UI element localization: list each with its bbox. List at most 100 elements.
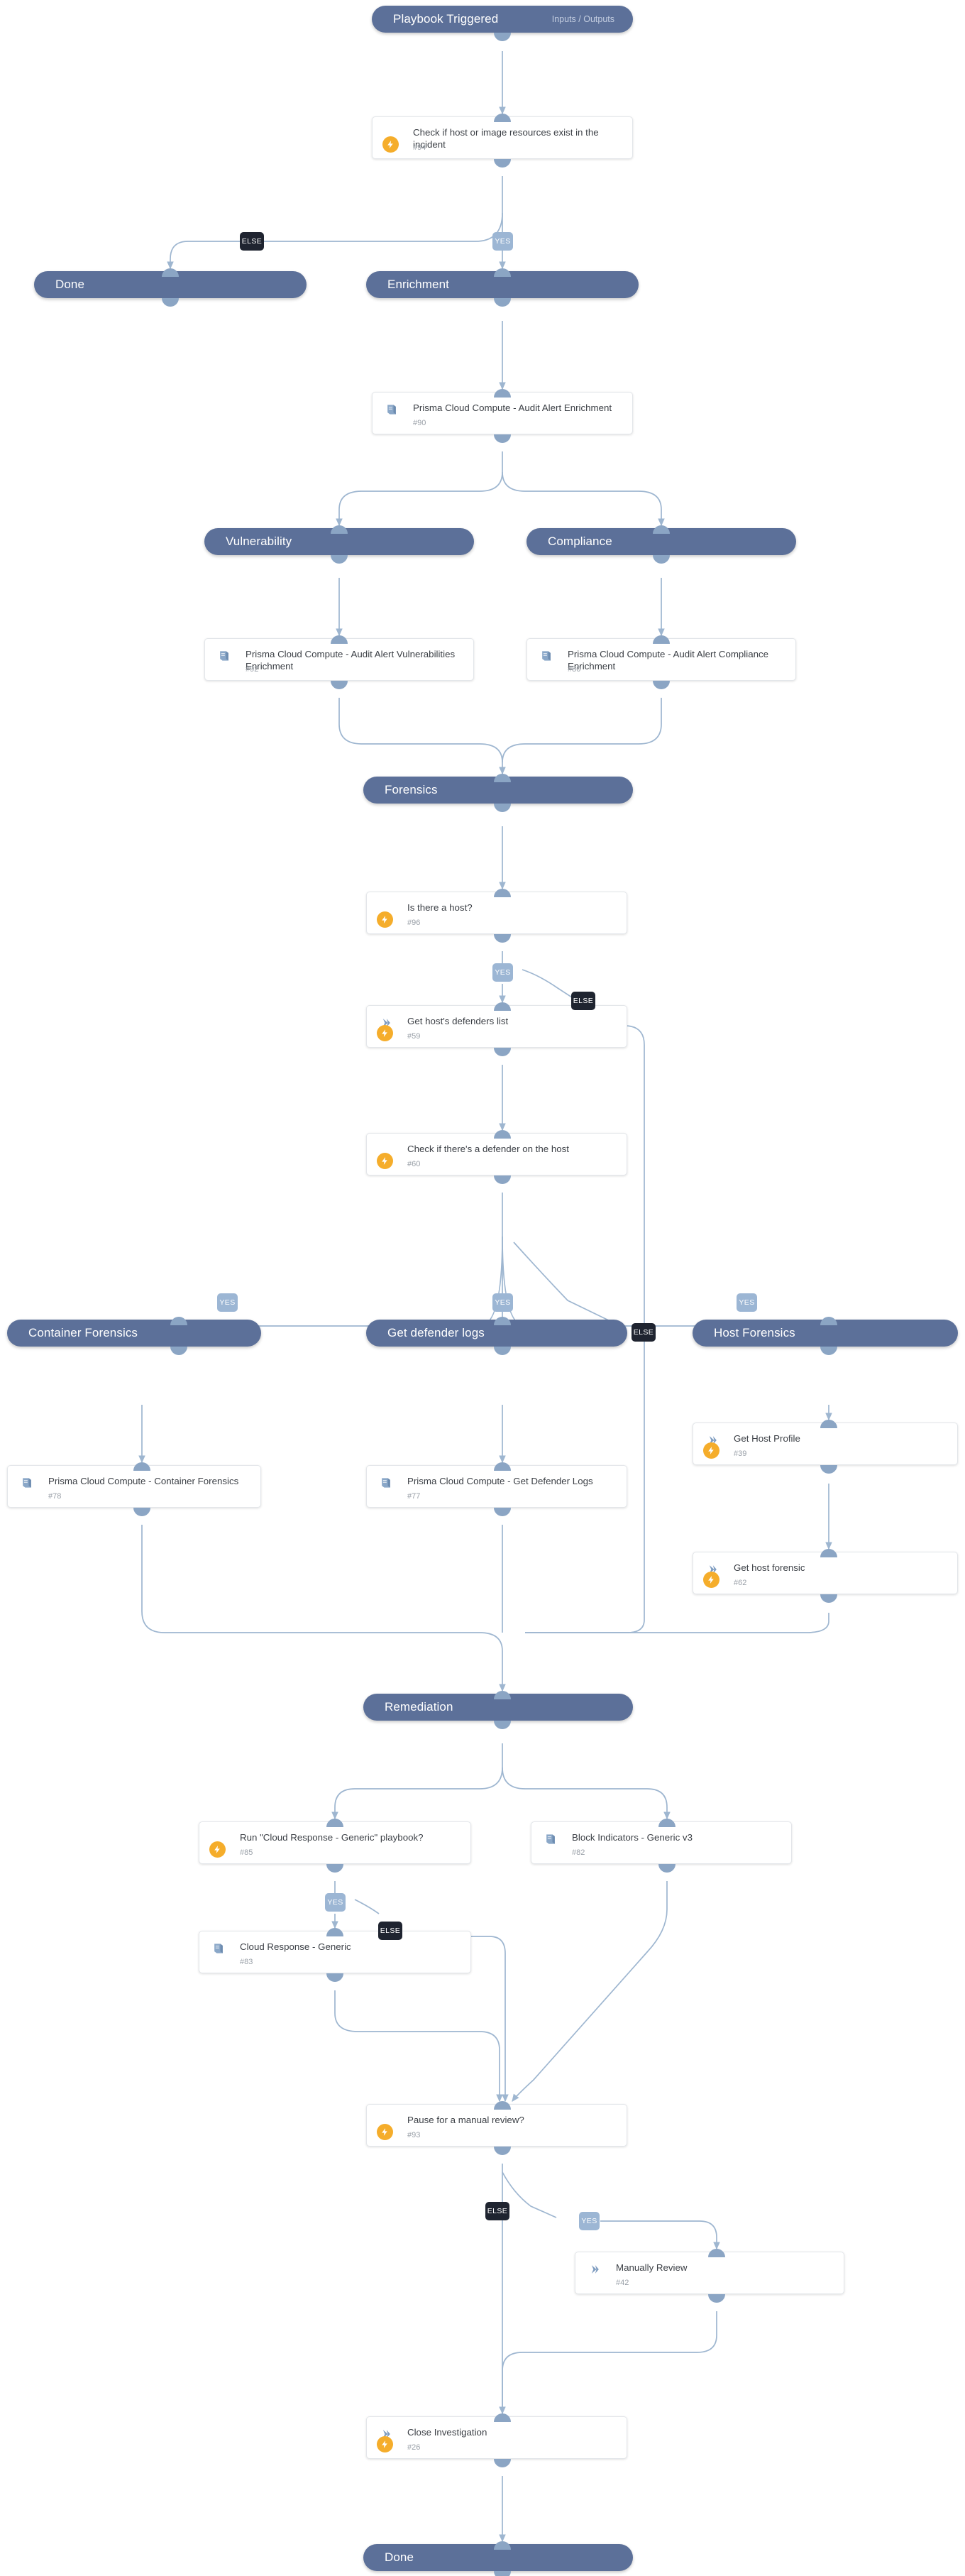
task-check-host-image[interactable]: Check if host or image resources exist i… [372, 116, 633, 159]
inputs-outputs-link[interactable]: Inputs / Outputs [551, 14, 614, 24]
task-check-defender[interactable]: Check if there's a defender on the host … [366, 1133, 627, 1175]
task-pcc-container-forensics[interactable]: Prisma Cloud Compute - Container Forensi… [7, 1465, 261, 1508]
command-arrow-icon [588, 2262, 603, 2278]
task-title: Manually Review [616, 2262, 688, 2273]
section-label: Forensics [385, 783, 438, 796]
port-out [331, 681, 348, 689]
section-forensics[interactable]: Forensics [363, 777, 633, 804]
task-title: Check if there's a defender on the host [407, 1144, 569, 1154]
task-get-defenders-list[interactable]: Get host's defenders list #59 [366, 1005, 627, 1048]
command-arrow-icon [379, 2427, 395, 2443]
section-label: Remediation [385, 1700, 453, 1714]
branch-label-yes-host[interactable]: YES [492, 963, 513, 982]
task-id: #90 [413, 419, 426, 427]
playbook-book-icon [544, 1832, 559, 1848]
task-manually-review[interactable]: Manually Review #42 [575, 2252, 844, 2294]
task-id: #92 [246, 665, 259, 674]
port-in [820, 1317, 837, 1325]
task-cloud-response-generic[interactable]: Cloud Response - Generic #83 [199, 1931, 471, 1973]
port-in [494, 774, 511, 782]
task-pcc-get-defender-logs[interactable]: Prisma Cloud Compute - Get Defender Logs… [366, 1465, 627, 1508]
task-get-host-profile[interactable]: Get Host Profile #39 [693, 1423, 958, 1465]
task-id: #26 [407, 2443, 421, 2452]
branch-label-yes-defender-logs[interactable]: YES [492, 1293, 513, 1312]
task-title: Pause for a manual review? [407, 2115, 524, 2125]
task-pause-manual-review[interactable]: Pause for a manual review? #93 [366, 2104, 627, 2147]
playbook-book-icon [539, 649, 555, 664]
section-compliance[interactable]: Compliance [526, 528, 796, 555]
playbook-book-icon [379, 1476, 395, 1491]
section-container-forensics[interactable]: Container Forensics [7, 1320, 261, 1347]
port-out [170, 1347, 187, 1355]
task-title: Get host's defenders list [407, 1016, 509, 1026]
branch-label-else-review[interactable]: ELSE [485, 2202, 509, 2220]
automation-bolt-icon [377, 1025, 393, 1041]
port-in [326, 1819, 343, 1827]
branch-label-yes-cloud-response[interactable]: YES [325, 1893, 346, 1912]
port-out [820, 1465, 837, 1474]
port-in [653, 525, 670, 534]
task-id: #93 [407, 2131, 421, 2139]
port-out [133, 1508, 150, 1516]
branch-label-yes-container[interactable]: YES [217, 1293, 238, 1312]
port-in [331, 525, 348, 534]
branch-label-yes-review[interactable]: YES [579, 2212, 600, 2230]
task-id: #59 [407, 1032, 421, 1041]
port-in [494, 889, 511, 897]
port-in [331, 635, 348, 644]
automation-bolt-icon [377, 2124, 393, 2140]
port-out [494, 1048, 511, 1056]
port-in [170, 1317, 187, 1325]
task-title: Get Host Profile [734, 1433, 800, 1444]
task-audit-alert-enrichment[interactable]: Prisma Cloud Compute - Audit Alert Enric… [372, 392, 633, 434]
task-id: #94 [413, 143, 426, 152]
task-block-indicators[interactable]: Block Indicators - Generic v3 #82 [531, 1821, 792, 1864]
task-close-investigation[interactable]: Close Investigation #26 [366, 2416, 627, 2459]
task-title: Check if host or image resources exist i… [413, 127, 599, 150]
section-label: Compliance [548, 535, 612, 548]
port-out [331, 555, 348, 564]
port-out [494, 298, 511, 307]
port-in [820, 1549, 837, 1557]
task-get-host-forensic[interactable]: Get host forensic #62 [693, 1552, 958, 1594]
port-in [494, 1317, 511, 1325]
section-label: Done [55, 278, 85, 291]
branch-label-else[interactable]: ELSE [240, 232, 264, 251]
task-id: #62 [734, 1579, 747, 1587]
playbook-book-icon [385, 402, 400, 418]
branch-label-yes[interactable]: YES [492, 232, 513, 251]
task-title: Prisma Cloud Compute - Container Forensi… [48, 1476, 239, 1486]
task-id: #80 [568, 665, 581, 674]
task-is-there-a-host[interactable]: Is there a host? #96 [366, 892, 627, 934]
task-run-cloud-response[interactable]: Run "Cloud Response - Generic" playbook?… [199, 1821, 471, 1864]
branch-label-else-defender[interactable]: ELSE [632, 1323, 656, 1342]
automation-bolt-icon [703, 1572, 719, 1588]
port-in [494, 1002, 511, 1011]
port-in [820, 1420, 837, 1428]
port-in [162, 268, 179, 277]
port-out [494, 1347, 511, 1355]
branch-label-else-host[interactable]: ELSE [571, 992, 595, 1010]
section-playbook-triggered[interactable]: Playbook Triggered Inputs / Outputs [372, 6, 633, 33]
task-vuln-enrichment[interactable]: Prisma Cloud Compute - Audit Alert Vulne… [204, 638, 474, 681]
port-out [708, 2294, 725, 2303]
port-out [494, 934, 511, 943]
task-id: #85 [240, 1848, 253, 1857]
port-out [494, 33, 511, 41]
port-out [820, 1347, 837, 1355]
port-out [653, 681, 670, 689]
port-out [162, 298, 179, 307]
playbook-book-icon [20, 1476, 35, 1491]
section-label: Container Forensics [28, 1326, 138, 1339]
branch-label-else-cloud-response[interactable]: ELSE [378, 1922, 402, 1940]
automation-bolt-icon [209, 1841, 226, 1858]
command-arrow-icon [379, 1016, 395, 1031]
task-title: Block Indicators - Generic v3 [572, 1832, 693, 1843]
task-comp-enrichment[interactable]: Prisma Cloud Compute - Audit Alert Compl… [526, 638, 796, 681]
section-vulnerability[interactable]: Vulnerability [204, 528, 474, 555]
task-title: Cloud Response - Generic [240, 1941, 351, 1952]
playbook-book-icon [217, 649, 233, 664]
branch-label-yes-host-forensics[interactable]: YES [737, 1293, 757, 1312]
port-in [708, 2249, 725, 2257]
